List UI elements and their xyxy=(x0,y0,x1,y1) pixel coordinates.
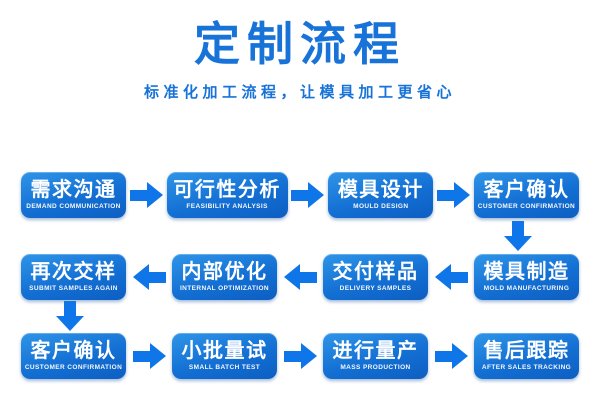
arrow-right-icon xyxy=(283,343,317,369)
step-feasibility-analysis: 可行性分析 FEASIBILITY ANALYSIS xyxy=(166,172,288,218)
step-delivery-samples: 交付样品 DELIVERY SAMPLES xyxy=(323,254,428,300)
arrow-right-icon xyxy=(434,343,468,369)
step-subtitle-en: AFTER SALES TRACKING xyxy=(481,363,572,371)
step-subtitle-en: DELIVERY SAMPLES xyxy=(339,284,412,292)
flow-row-3: 客户确认 CUSTOMER CONFIRMATION 小批量试 SMALL BA… xyxy=(21,333,579,379)
arrow-left-icon xyxy=(434,264,468,290)
step-demand-communication: 需求沟通 DEMAND COMMUNICATION xyxy=(21,172,126,218)
step-after-sales-tracking: 售后跟踪 AFTER SALES TRACKING xyxy=(474,333,579,379)
step-small-batch-test: 小批量试 SMALL BATCH TEST xyxy=(172,333,277,379)
step-title-zh: 再次交样 xyxy=(30,260,117,283)
step-title-zh: 需求沟通 xyxy=(30,178,117,201)
step-subtitle-en: SMALL BATCH TEST xyxy=(188,363,261,371)
step-subtitle-en: MOLD MANUFACTURING xyxy=(483,284,570,292)
step-title-zh: 小批量试 xyxy=(181,339,268,362)
arrow-right-icon xyxy=(129,182,163,208)
step-customer-confirmation-1: 客户确认 CUSTOMER CONFIRMATION xyxy=(473,172,579,218)
step-submit-samples-again: 再次交样 SUBMIT SAMPLES AGAIN xyxy=(21,254,126,300)
arrow-left-icon xyxy=(132,264,166,290)
step-subtitle-en: INTERNAL OPTIMIZATION xyxy=(179,284,270,292)
arrow-right-icon xyxy=(132,343,166,369)
step-customer-confirmation-2: 客户确认 CUSTOMER CONFIRMATION xyxy=(21,333,126,379)
step-subtitle-en: MASS PRODUCTION xyxy=(340,363,411,371)
step-title-zh: 模具设计 xyxy=(337,178,424,201)
step-title-zh: 进行量产 xyxy=(332,339,419,362)
step-internal-optimization: 内部优化 INTERNAL OPTIMIZATION xyxy=(172,254,277,300)
step-title-zh: 客户确认 xyxy=(483,178,570,201)
step-mass-production: 进行量产 MASS PRODUCTION xyxy=(323,333,428,379)
step-title-zh: 交付样品 xyxy=(332,260,419,283)
step-mold-manufacturing: 模具制造 MOLD MANUFACTURING xyxy=(474,254,579,300)
step-subtitle-en: CUSTOMER CONFIRMATION xyxy=(24,363,123,371)
step-mould-design: 模具设计 MOULD DESIGN xyxy=(328,172,434,218)
page-subtitle: 标准化加工流程，让模具加工更省心 xyxy=(143,83,456,101)
step-title-zh: 客户确认 xyxy=(30,339,117,362)
step-subtitle-en: MOULD DESIGN xyxy=(353,202,409,210)
step-title-zh: 内部优化 xyxy=(181,260,268,283)
step-subtitle-en: CUSTOMER CONFIRMATION xyxy=(477,202,576,210)
header: 定制流程 标准化加工流程，让模具加工更省心 xyxy=(0,0,600,102)
step-title-zh: 可行性分析 xyxy=(173,178,281,201)
page-title: 定制流程 xyxy=(194,18,406,70)
arrow-left-icon xyxy=(283,264,317,290)
arrow-right-icon xyxy=(291,182,325,208)
flow-row-1: 需求沟通 DEMAND COMMUNICATION 可行性分析 FEASIBIL… xyxy=(21,172,579,218)
flow-row-2: 再次交样 SUBMIT SAMPLES AGAIN 内部优化 INTERNAL … xyxy=(21,254,579,300)
arrow-down-icon xyxy=(504,221,532,251)
step-subtitle-en: SUBMIT SAMPLES AGAIN xyxy=(29,284,118,292)
step-subtitle-en: DEMAND COMMUNICATION xyxy=(26,202,121,210)
arrow-right-icon xyxy=(437,182,471,208)
step-title-zh: 模具制造 xyxy=(483,260,570,283)
arrow-down-icon xyxy=(56,301,84,331)
step-subtitle-en: FEASIBILITY ANALYSIS xyxy=(186,202,268,210)
step-title-zh: 售后跟踪 xyxy=(483,339,570,362)
